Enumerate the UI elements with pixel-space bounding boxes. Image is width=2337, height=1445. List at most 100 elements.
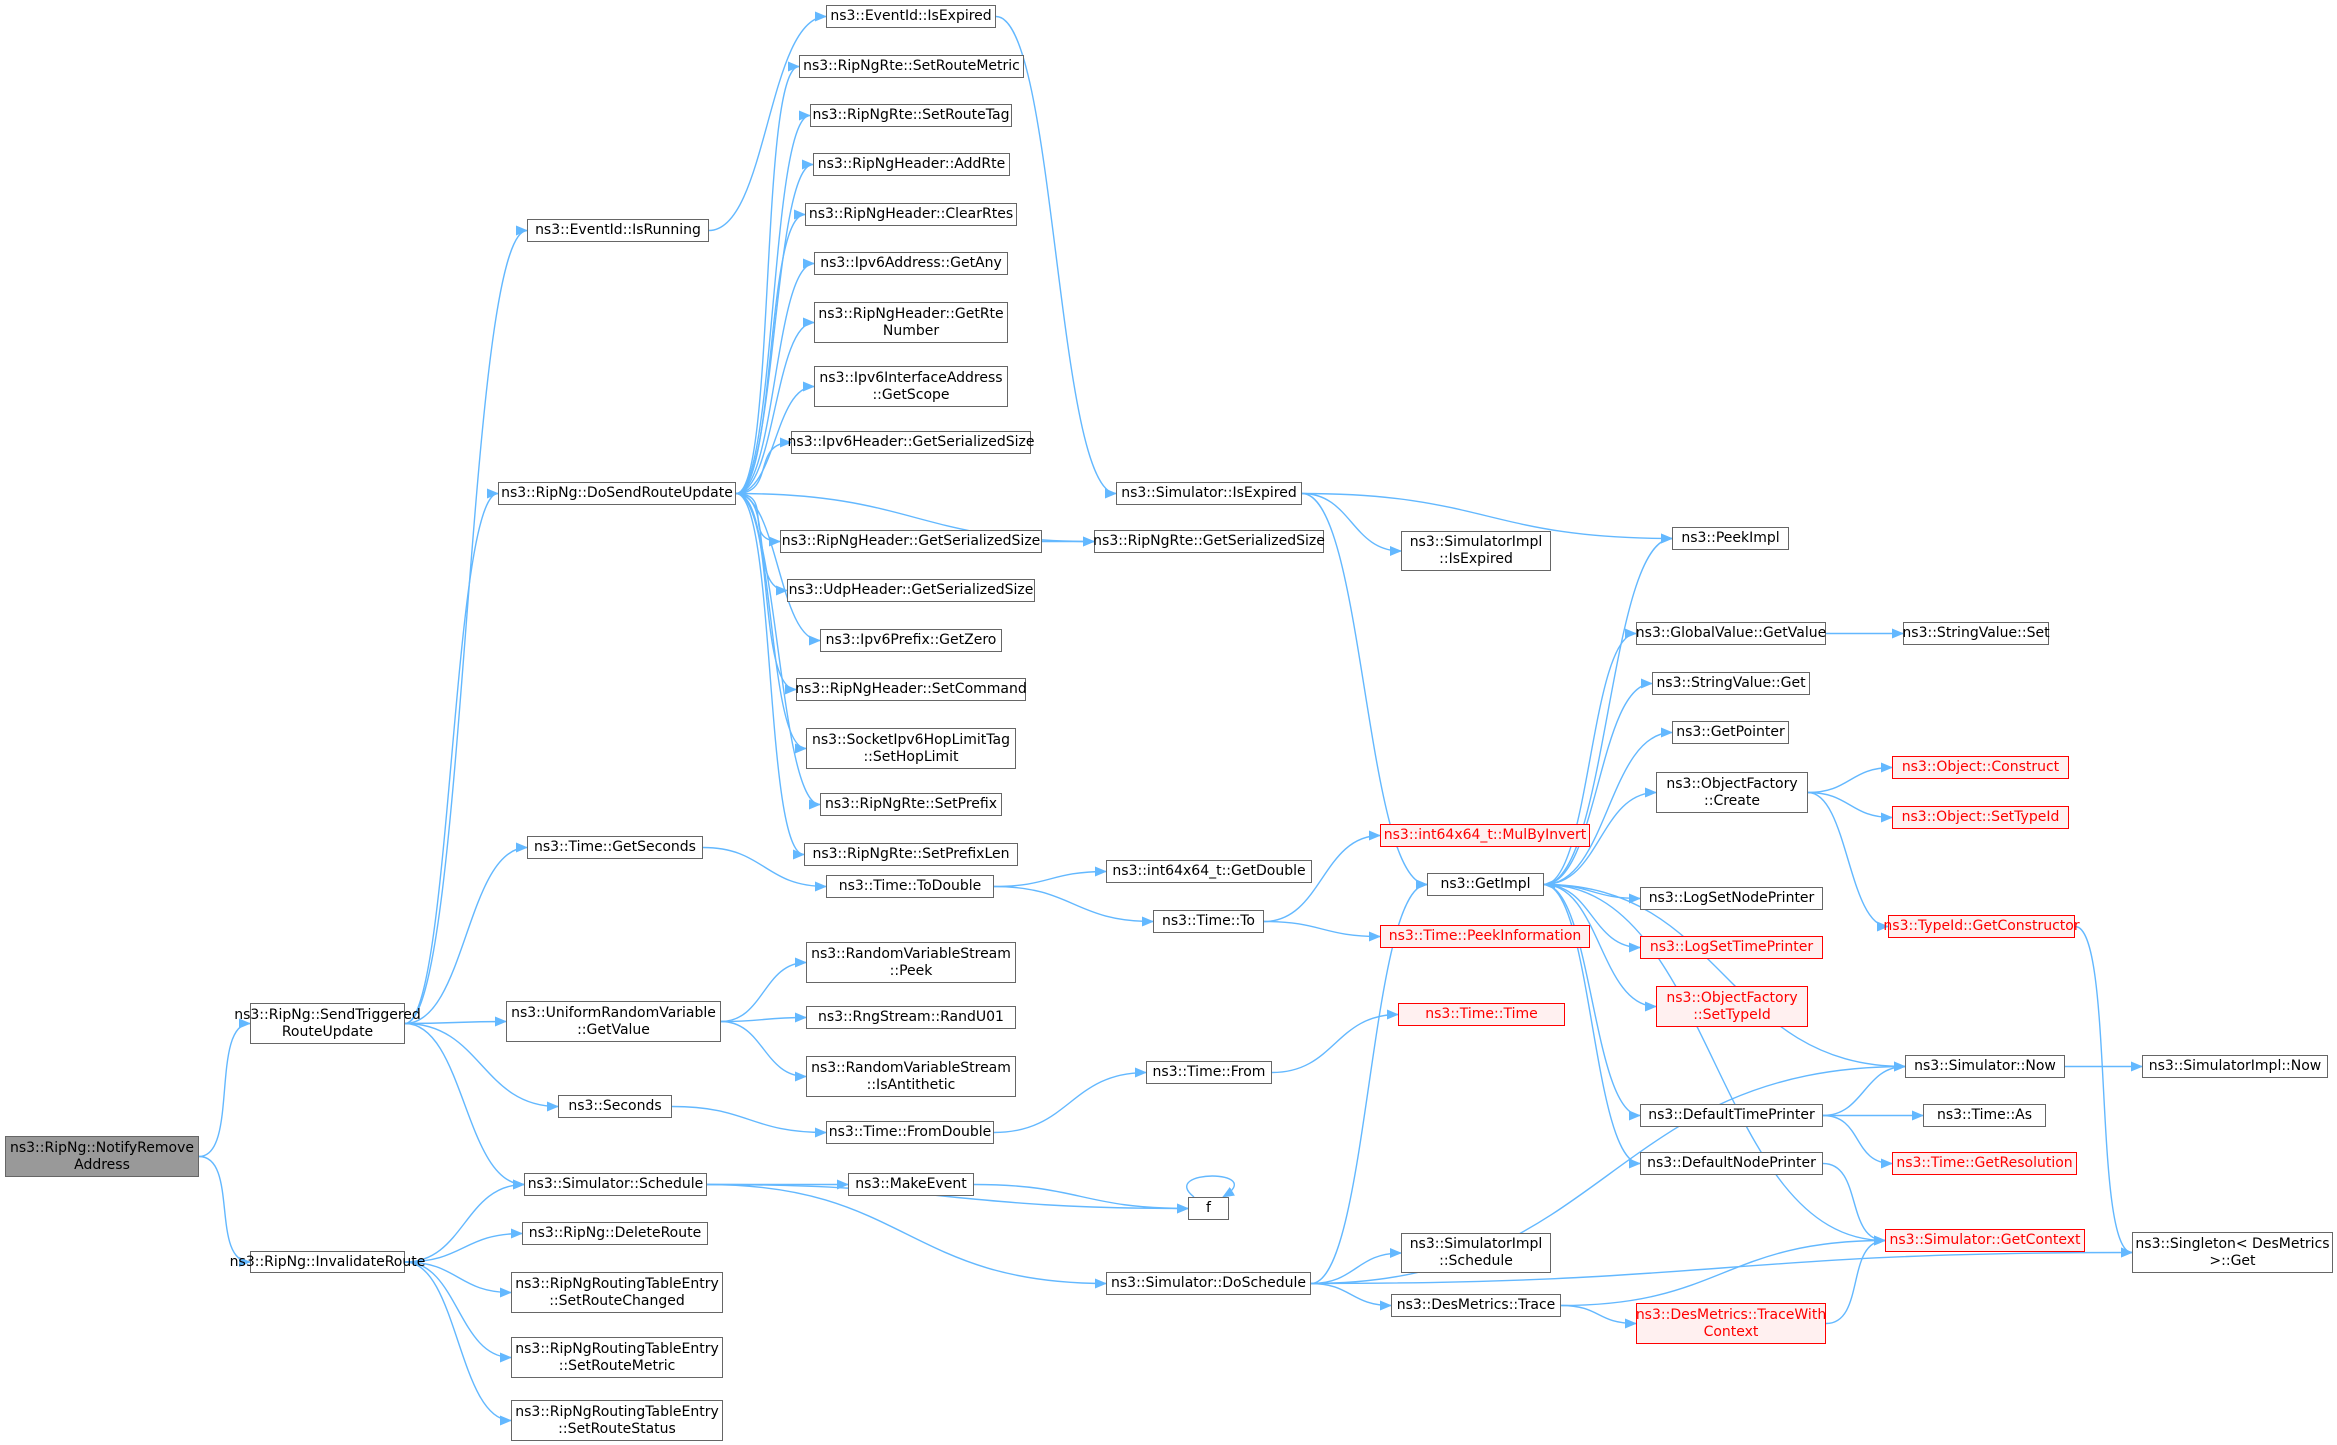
edge-desmetrics-trace-to-simulator-getcontext <box>1560 1235 1886 1307</box>
node-hoplimittag-sethoplimit[interactable]: ns3::SocketIpv6HopLimitTag ::SetHopLimit <box>806 728 1016 769</box>
node-ripngrte-getserializedsize[interactable]: ns3::RipNgRte::GetSerializedSize <box>1093 530 1325 553</box>
node-peekimpl[interactable]: ns3::PeekImpl <box>1672 527 1789 550</box>
node-getimpl[interactable]: ns3::GetImpl <box>1427 873 1544 896</box>
node-ipv6header-getserializedsize[interactable]: ns3::Ipv6Header::GetSerializedSize <box>788 431 1034 454</box>
node-ipv6address-getany[interactable]: ns3::Ipv6Address::GetAny <box>814 252 1008 275</box>
node-rte-setroutemetric-entry[interactable]: ns3::RipNgRoutingTableEntry ::SetRouteMe… <box>511 1337 723 1378</box>
node-logsetnodeprinter[interactable]: ns3::LogSetNodePrinter <box>1640 887 1823 910</box>
node-f[interactable]: f <box>1188 1197 1229 1220</box>
node-ripng-deleteroute[interactable]: ns3::RipNg::DeleteRoute <box>522 1222 708 1245</box>
node-label: f <box>1206 1200 1211 1216</box>
node-label: ns3::RipNg::DeleteRoute <box>528 1225 702 1241</box>
node-simulator-isexpired[interactable]: ns3::Simulator::IsExpired <box>1116 482 1302 505</box>
node-eventid-isrunning[interactable]: ns3::EventId::IsRunning <box>527 219 709 242</box>
node-desmetrics-tracewithcontext[interactable]: ns3::DesMetrics::TraceWith Context <box>1636 1303 1826 1344</box>
node-objectfactory-create[interactable]: ns3::ObjectFactory ::Create <box>1656 772 1808 813</box>
node-simimpl-schedule[interactable]: ns3::SimulatorImpl ::Schedule <box>1401 1233 1551 1273</box>
edge-getimpl-to-simulator-getcontext <box>1543 883 1886 1246</box>
edge-getimpl-to-globalvalue-getvalue <box>1543 628 1637 886</box>
node-notify-remove-address[interactable]: ns3::RipNg::NotifyRemove Address <box>5 1136 199 1177</box>
edge-notify-remove-address-to-send-triggered-route-update <box>198 1018 251 1158</box>
node-send-triggered-route-update[interactable]: ns3::RipNg::SendTriggered RouteUpdate <box>234 1003 421 1044</box>
node-label: ns3::Ipv6InterfaceAddress ::GetScope <box>819 369 1003 403</box>
node-label: ns3::LogSetNodePrinter <box>1648 890 1815 906</box>
node-rvs-peek[interactable]: ns3::RandomVariableStream ::Peek <box>806 942 1016 983</box>
node-label: ns3::RipNgHeader::GetRte Number <box>818 305 1004 339</box>
node-stringvalue-set[interactable]: ns3::StringValue::Set <box>1902 622 2050 645</box>
node-rte-setroutestatus[interactable]: ns3::RipNgRoutingTableEntry ::SetRouteSt… <box>511 1400 723 1441</box>
node-time-getresolution[interactable]: ns3::Time::GetResolution <box>1892 1152 2077 1175</box>
node-object-settypeid[interactable]: ns3::Object::SetTypeId <box>1892 806 2069 829</box>
node-label: ns3::TypeId::GetConstructor <box>1883 918 2080 934</box>
edge-uniform-getvalue-to-rvs-isantithetic <box>720 1020 807 1082</box>
node-label: ns3::EventId::IsExpired <box>830 8 992 24</box>
edge-getimpl-to-stringvalue-get <box>1543 678 1653 886</box>
edge-objectfactory-create-to-typeid-getconstructor <box>1807 791 1889 932</box>
node-logsettimeprinter[interactable]: ns3::LogSetTimePrinter <box>1640 936 1823 959</box>
node-ripngrte-setprefix[interactable]: ns3::RipNgRte::SetPrefix <box>820 793 1002 816</box>
node-simulator-now[interactable]: ns3::Simulator::Now <box>1905 1055 2065 1078</box>
node-seconds[interactable]: ns3::Seconds <box>558 1095 672 1118</box>
node-label: ns3::Time::Time <box>1425 1006 1538 1022</box>
node-simulator-doschedule[interactable]: ns3::Simulator::DoSchedule <box>1106 1272 1311 1295</box>
node-time-from[interactable]: ns3::Time::From <box>1146 1061 1272 1084</box>
node-stringvalue-get[interactable]: ns3::StringValue::Get <box>1652 672 1810 695</box>
node-ripngheader-getserializedsize[interactable]: ns3::RipNgHeader::GetSerializedSize <box>780 530 1042 553</box>
node-rvs-isantithetic[interactable]: ns3::RandomVariableStream ::IsAntithetic <box>806 1056 1016 1097</box>
node-udpheader-getserializedsize[interactable]: ns3::UdpHeader::GetSerializedSize <box>787 579 1035 602</box>
node-time-todouble[interactable]: ns3::Time::ToDouble <box>826 875 994 898</box>
edge-seconds-to-time-fromdouble <box>671 1105 827 1138</box>
node-time-fromdouble[interactable]: ns3::Time::FromDouble <box>826 1121 994 1144</box>
node-time-getseconds[interactable]: ns3::Time::GetSeconds <box>527 836 703 859</box>
edge-send-triggered-route-update-to-do-send-route-update <box>404 488 499 1025</box>
node-time-peekinformation[interactable]: ns3::Time::PeekInformation <box>1380 925 1590 948</box>
node-label: ns3::UniformRandomVariable ::GetValue <box>511 1004 716 1038</box>
node-int64-getdouble[interactable]: ns3::int64x64_t::GetDouble <box>1106 860 1312 883</box>
node-label: ns3::SocketIpv6HopLimitTag ::SetHopLimit <box>812 731 1010 765</box>
node-header-getrtenumber[interactable]: ns3::RipNgHeader::GetRte Number <box>814 302 1008 343</box>
node-object-construct[interactable]: ns3::Object::Construct <box>1892 756 2069 779</box>
node-invalidate-route[interactable]: ns3::RipNg::InvalidateRoute <box>230 1251 425 1273</box>
node-rte-setroutechanged[interactable]: ns3::RipNgRoutingTableEntry ::SetRouteCh… <box>511 1272 723 1313</box>
node-time-as[interactable]: ns3::Time::As <box>1923 1104 2046 1127</box>
node-header-addrte[interactable]: ns3::RipNgHeader::AddRte <box>813 153 1010 176</box>
node-do-send-route-update[interactable]: ns3::RipNg::DoSendRouteUpdate <box>498 482 736 505</box>
node-ipv6prefix-getzero[interactable]: ns3::Ipv6Prefix::GetZero <box>820 629 1002 652</box>
node-label: ns3::int64x64_t::GetDouble <box>1112 863 1306 879</box>
node-ipv6ifaddr-getscope[interactable]: ns3::Ipv6InterfaceAddress ::GetScope <box>814 366 1008 407</box>
node-time-to[interactable]: ns3::Time::To <box>1153 910 1264 933</box>
node-ripngrte-setroutemetric[interactable]: ns3::RipNgRte::SetRouteMetric <box>799 55 1024 78</box>
node-typeid-getconstructor[interactable]: ns3::TypeId::GetConstructor <box>1883 915 2080 938</box>
edge-do-send-route-update-to-header-clearrtes <box>735 209 806 495</box>
node-desmetrics-trace[interactable]: ns3::DesMetrics::Trace <box>1391 1294 1561 1317</box>
node-label: ns3::Simulator::GetContext <box>1889 1232 2081 1248</box>
node-rngstream-randu01[interactable]: ns3::RngStream::RandU01 <box>806 1006 1016 1029</box>
node-int64-mulbyinvert[interactable]: ns3::int64x64_t::MulByInvert <box>1380 824 1590 847</box>
node-globalvalue-getvalue[interactable]: ns3::GlobalValue::GetValue <box>1636 622 1826 645</box>
node-header-setcommand[interactable]: ns3::RipNgHeader::SetCommand <box>795 678 1027 701</box>
node-eventid-isexpired[interactable]: ns3::EventId::IsExpired <box>826 5 996 28</box>
node-time-time[interactable]: ns3::Time::Time <box>1398 1003 1565 1026</box>
node-label: ns3::Singleton< DesMetrics >::Get <box>2135 1235 2330 1269</box>
node-ripngrte-setprefixlen[interactable]: ns3::RipNgRte::SetPrefixLen <box>804 843 1018 866</box>
node-ripngrte-setroutetag[interactable]: ns3::RipNgRte::SetRouteTag <box>810 104 1012 127</box>
node-simimpl-isexpired[interactable]: ns3::SimulatorImpl ::IsExpired <box>1401 531 1551 571</box>
edge-typeid-getconstructor-to-singleton-get <box>2074 925 2133 1258</box>
node-simulator-schedule[interactable]: ns3::Simulator::Schedule <box>524 1173 707 1196</box>
node-simulator-getcontext[interactable]: ns3::Simulator::GetContext <box>1885 1229 2085 1252</box>
node-label: ns3::SimulatorImpl ::Schedule <box>1409 1236 1543 1269</box>
node-getpointer[interactable]: ns3::GetPointer <box>1672 721 1789 744</box>
node-make-event[interactable]: ns3::MakeEvent <box>848 1173 974 1196</box>
node-header-clearrtes[interactable]: ns3::RipNgHeader::ClearRtes <box>805 203 1017 226</box>
edge-desmetrics-trace-to-desmetrics-tracewithcontext <box>1560 1304 1637 1329</box>
node-defaulttimeprinter[interactable]: ns3::DefaultTimePrinter <box>1640 1104 1823 1127</box>
node-objectfactory-settypeid[interactable]: ns3::ObjectFactory ::SetTypeId <box>1656 986 1808 1027</box>
edge-simulator-doschedule-to-singleton-get <box>1310 1247 2133 1285</box>
node-label: ns3::RandomVariableStream ::Peek <box>811 945 1011 979</box>
node-singleton-get[interactable]: ns3::Singleton< DesMetrics >::Get <box>2132 1232 2333 1273</box>
node-defaultnodeprinter[interactable]: ns3::DefaultNodePrinter <box>1640 1152 1823 1175</box>
edge-send-triggered-route-update-to-time-getseconds <box>404 842 528 1025</box>
node-uniform-getvalue[interactable]: ns3::UniformRandomVariable ::GetValue <box>506 1001 721 1042</box>
edge-do-send-route-update-to-ripngrte-setprefixlen <box>735 492 805 860</box>
node-simimpl-now[interactable]: ns3::SimulatorImpl::Now <box>2142 1055 2328 1078</box>
